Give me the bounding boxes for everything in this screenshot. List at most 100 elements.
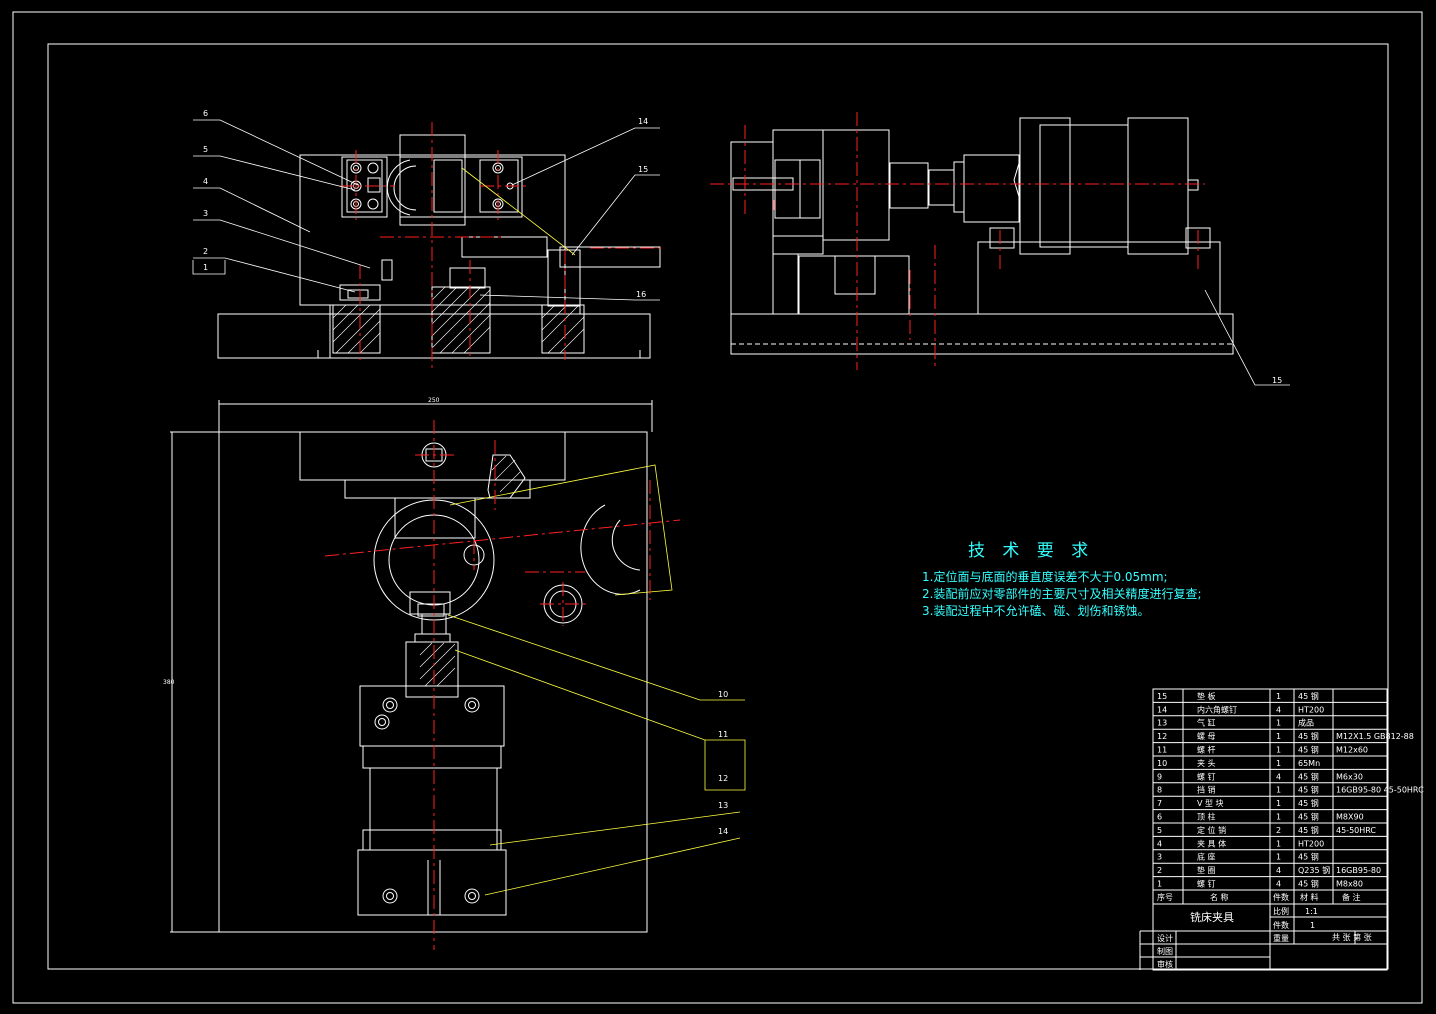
table-cell-material: 成品 [1298, 718, 1314, 728]
label-15-top: 15 [638, 165, 648, 174]
table-cell-note: 45-50HRC [1336, 826, 1376, 835]
label-12: 12 [718, 774, 728, 783]
tech-requirement-3: 3.装配过程中不允许磕、碰、划伤和锈蚀。 [922, 604, 1150, 618]
label-10: 10 [718, 690, 728, 699]
front-view-centerlines [340, 122, 665, 370]
table-cell-name: 螺 母 [1197, 731, 1216, 741]
table-cell-name: 挡 销 [1197, 785, 1216, 795]
table-cell-name: 顶 柱 [1197, 812, 1216, 822]
table-cell-material: 45 钢 [1298, 852, 1319, 862]
table-cell-no: 15 [1157, 692, 1167, 701]
table-cell-name: 定 位 销 [1197, 825, 1226, 835]
table-cell-note: M12X1.5 GB812-88 [1336, 732, 1414, 741]
front-view [217, 134, 661, 359]
label-14-bottom: 14 [718, 827, 728, 836]
table-cell-material: 45 钢 [1298, 798, 1319, 808]
table-cell-qty: 4 [1276, 866, 1281, 875]
table-cell-qty: 4 [1276, 705, 1281, 714]
table-cell-qty: 2 [1276, 826, 1281, 835]
callout-labels: 6 5 4 3 2 1 14 15 16 15 10 11 12 13 14 2… [163, 109, 1282, 836]
table-cell-qty: 1 [1276, 799, 1281, 808]
table-cell-material: 45 钢 [1298, 731, 1319, 741]
inner-frame [47, 43, 1389, 970]
table-cell-qty: 1 [1276, 853, 1281, 862]
label-15-side: 15 [1272, 376, 1282, 385]
top-view-yellow [447, 464, 746, 896]
table-cell-no: 3 [1157, 853, 1162, 862]
label-3: 3 [203, 209, 208, 218]
table-cell-qty: 1 [1276, 759, 1281, 768]
table-cell-qty: 1 [1276, 786, 1281, 795]
header-material: 材 料 [1300, 892, 1319, 902]
table-cell-qty: 1 [1276, 839, 1281, 848]
count-label: 件数 [1273, 920, 1289, 930]
table-cell-name: 螺 杆 [1197, 745, 1216, 755]
table-cell-note: M6x30 [1336, 772, 1363, 781]
table-cell-note: M8X90 [1336, 813, 1364, 822]
front-view-yellow-leader [461, 167, 576, 256]
check-label: 审核 [1157, 959, 1173, 969]
parts-table-header: 序号 名 称 件数 材 料 备 注 [1157, 892, 1361, 902]
label-16: 16 [636, 290, 646, 299]
table-cell-no: 4 [1157, 839, 1162, 848]
side-view-leaders [1204, 289, 1290, 386]
table-cell-qty: 1 [1276, 732, 1281, 741]
side-view-centerlines [710, 112, 1205, 370]
table-cell-material: HT200 [1298, 839, 1324, 848]
count-value: 1 [1310, 921, 1315, 930]
scale-label: 比例 [1273, 906, 1289, 916]
table-cell-material: 45 钢 [1298, 812, 1319, 822]
weight-label: 重量 [1273, 933, 1289, 943]
table-cell-name: 底 座 [1197, 852, 1216, 862]
label-1: 1 [203, 263, 208, 272]
top-view-hatch [419, 455, 521, 687]
header-note: 备 注 [1342, 892, 1361, 902]
top-view-centerlines [324, 420, 681, 950]
tech-requirement-1: 1.定位面与底面的垂直度误差不大于0.05mm; [922, 570, 1168, 584]
table-cell-material: 45 钢 [1298, 825, 1319, 835]
table-cell-qty: 4 [1276, 772, 1281, 781]
table-cell-no: 11 [1157, 746, 1167, 755]
table-cell-no: 13 [1157, 719, 1167, 728]
table-cell-name: 夹 头 [1197, 758, 1216, 768]
sheet-info: 共 张 第 张 [1332, 932, 1372, 942]
table-cell-no: 10 [1157, 759, 1167, 768]
side-view [730, 117, 1234, 355]
table-cell-name: 夹 具 体 [1197, 838, 1226, 848]
dim-width: 250 [428, 397, 440, 404]
table-cell-material: 45 钢 [1298, 745, 1319, 755]
parts-table-grid [1139, 688, 1388, 971]
table-cell-name: 垫 板 [1197, 691, 1216, 701]
header-no: 序号 [1157, 892, 1173, 902]
table-cell-name: 内六角螺钉 [1197, 704, 1237, 714]
table-cell-material: 45 钢 [1298, 691, 1319, 701]
table-cell-material: 45 钢 [1298, 785, 1319, 795]
table-cell-no: 8 [1157, 786, 1162, 795]
drawing-title: 铣床夹具 [1190, 910, 1234, 924]
label-11: 11 [718, 730, 728, 739]
section-hatch [332, 286, 585, 354]
table-cell-no: 14 [1157, 705, 1167, 714]
label-14-top: 14 [638, 117, 648, 126]
tech-requirement-2: 2.装配前应对零部件的主要尺寸及相关精度进行复查; [922, 587, 1202, 601]
scale-value: 1:1 [1305, 907, 1318, 916]
table-cell-no: 1 [1157, 880, 1162, 889]
table-cell-material: 45 钢 [1298, 879, 1319, 889]
table-cell-no: 2 [1157, 866, 1162, 875]
tech-requirements-title: 技 术 要 求 [968, 541, 1095, 561]
table-cell-note: 16GB95-80 45-50HRC [1336, 786, 1424, 795]
dim-height: 380 [163, 679, 175, 686]
table-cell-material: 65Mn [1298, 759, 1320, 768]
header-qty: 件数 [1273, 892, 1289, 902]
design-label: 设计 [1157, 933, 1173, 943]
table-cell-note: M12x60 [1336, 746, 1368, 755]
draw-label: 制图 [1157, 946, 1173, 956]
table-cell-qty: 1 [1276, 719, 1281, 728]
table-cell-name: 螺 钉 [1197, 771, 1216, 781]
table-cell-name: 垫 圈 [1197, 865, 1216, 875]
table-cell-qty: 1 [1276, 692, 1281, 701]
table-cell-no: 7 [1157, 799, 1162, 808]
table-cell-name: 螺 钉 [1197, 879, 1216, 889]
label-2: 2 [203, 247, 208, 256]
